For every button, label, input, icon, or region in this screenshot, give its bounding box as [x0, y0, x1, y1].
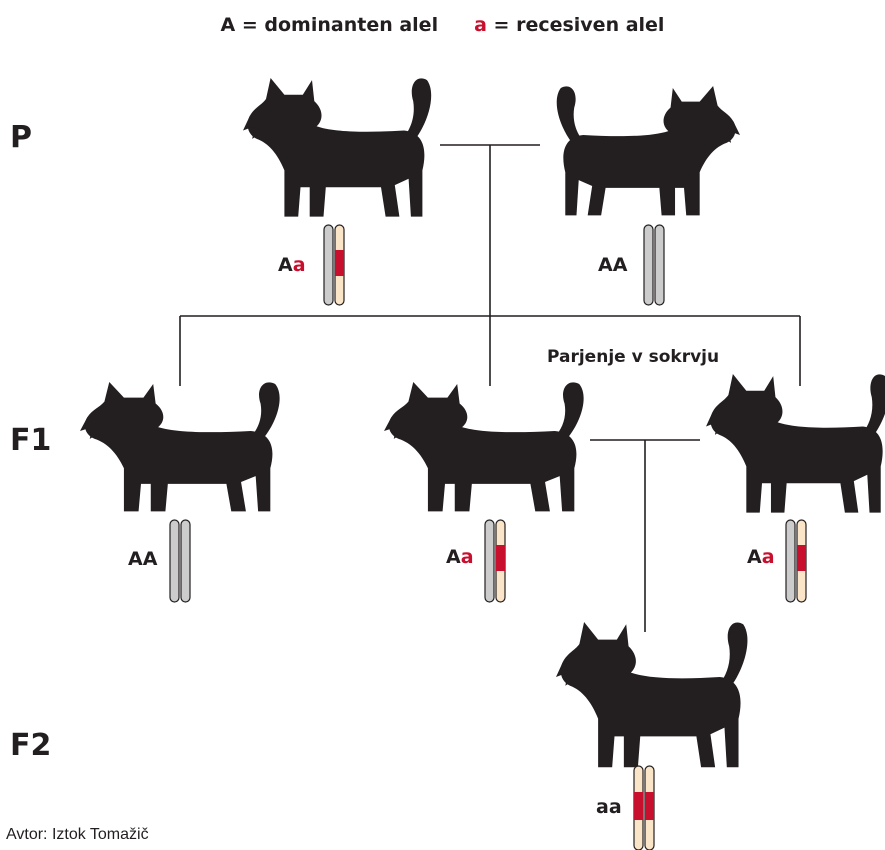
lynx-p-left-icon — [243, 78, 432, 217]
dominant-symbol: A — [220, 14, 236, 36]
generation-label-f1: F1 — [10, 423, 52, 458]
recessive-text: = recesiven alel — [486, 14, 665, 36]
genotype-allele: A — [446, 546, 461, 568]
genotype-f1-middle: Aa — [446, 546, 474, 568]
lynx-f1-middle-icon — [384, 382, 584, 512]
genotype-p-left: Aa — [278, 254, 306, 276]
lynx-p-right-icon — [556, 86, 740, 216]
genotype-allele: A — [747, 546, 762, 568]
lynx-f2-icon — [556, 622, 748, 768]
genotype-allele: A — [278, 254, 293, 276]
chromosome-pair-p-right-icon — [643, 224, 665, 306]
genotype-allele: A — [142, 548, 158, 570]
chromosome-pair-f1-left-icon — [169, 519, 191, 603]
genotype-allele: A — [128, 548, 143, 570]
lynx-f1-right-icon — [706, 374, 885, 513]
genotype-allele: a — [596, 796, 609, 818]
genotype-allele: a — [460, 546, 474, 568]
pedigree-lines — [179, 144, 801, 632]
genotype-f2: aa — [596, 796, 622, 818]
genotype-f1-left: AA — [128, 548, 157, 570]
inbreeding-label: Parjenje v sokrvju — [547, 347, 720, 367]
generation-label-f2: F2 — [10, 728, 52, 763]
chromosome-pair-f1-right-icon — [785, 519, 807, 603]
chromosome-pair-p-left-icon — [323, 224, 345, 306]
genotype-p-right: AA — [598, 254, 627, 276]
dominant-text: = dominanten alel — [235, 14, 439, 36]
legend: A = dominanten alel a = recesiven alel — [0, 14, 885, 36]
genotype-allele: A — [598, 254, 613, 276]
chromosome-pair-f1-middle-icon — [484, 519, 506, 603]
lynx-f1-left-icon — [80, 382, 280, 512]
genotype-allele: a — [608, 796, 622, 818]
chromosome-pair-f2-icon — [633, 765, 655, 850]
author-credit: Avtor: Iztok Tomažič — [6, 826, 149, 843]
genotype-f1-right: Aa — [747, 546, 775, 568]
genotype-allele: a — [292, 254, 306, 276]
recessive-symbol: a — [474, 14, 487, 36]
generation-label-p: P — [10, 120, 32, 155]
genotype-allele: a — [761, 546, 775, 568]
genotype-allele: A — [612, 254, 628, 276]
